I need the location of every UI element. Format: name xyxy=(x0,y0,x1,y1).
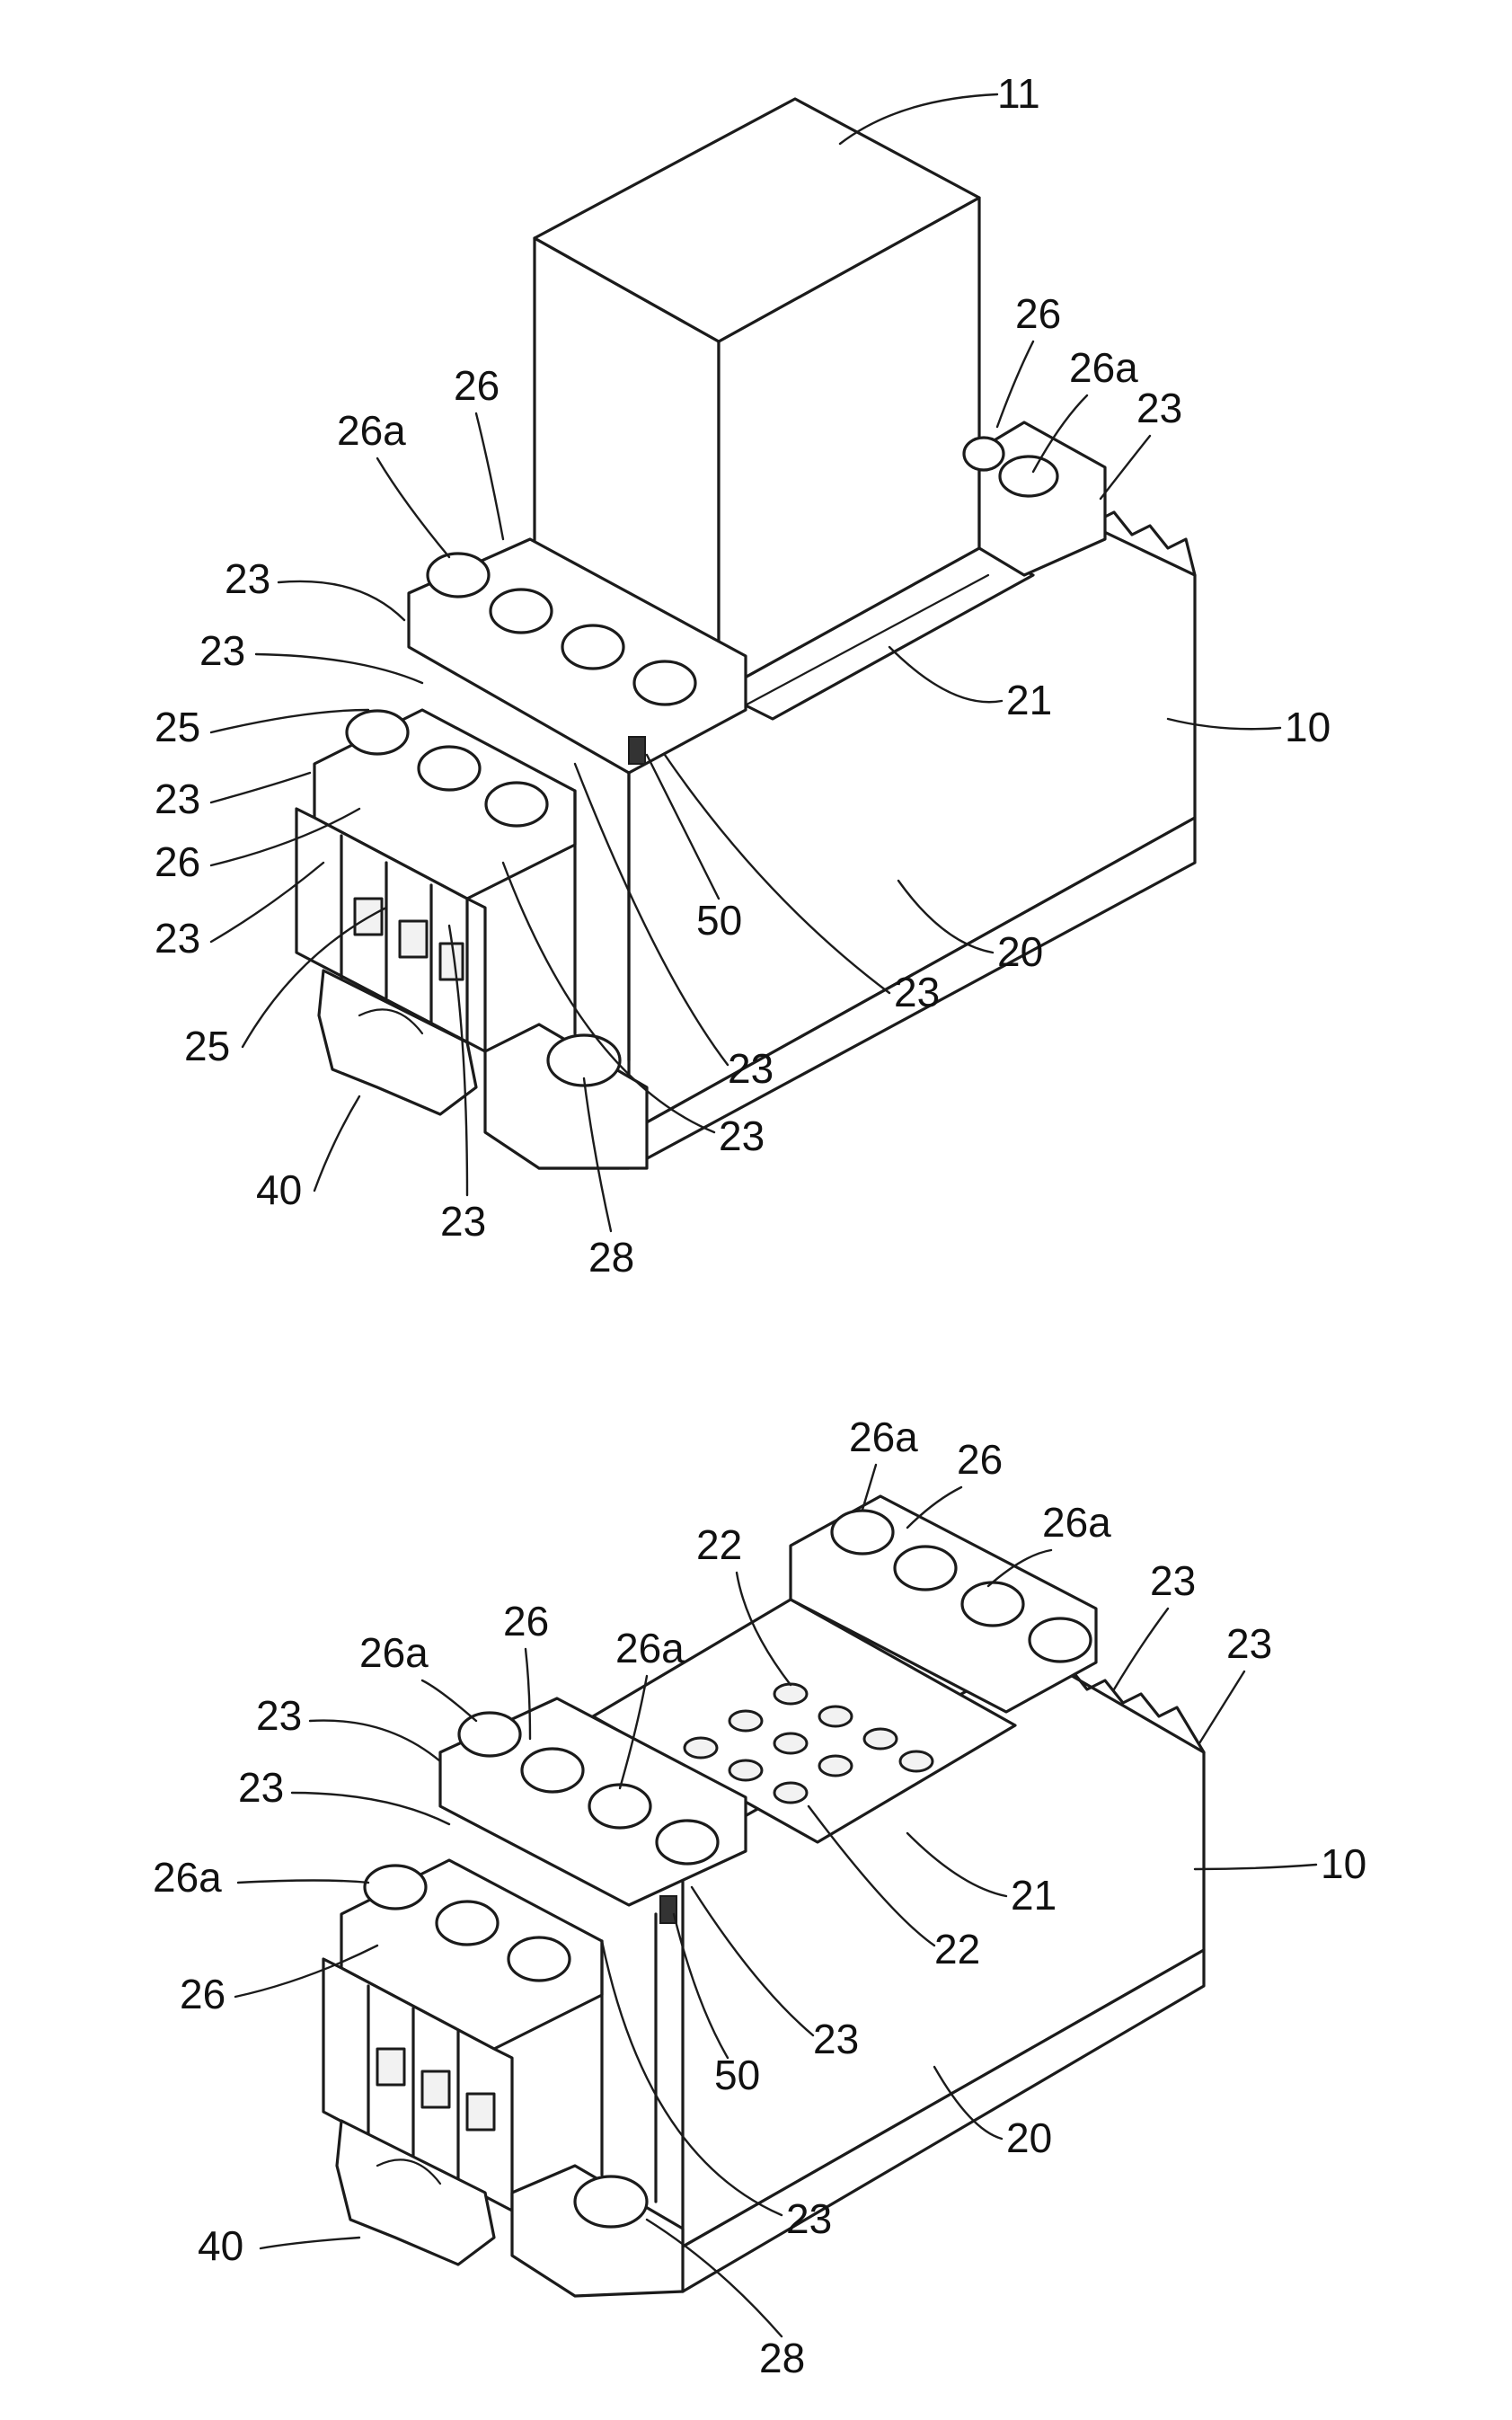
label: 25 xyxy=(155,704,200,750)
label: 26 xyxy=(454,362,500,409)
label: 22 xyxy=(696,1521,742,1568)
label: 22 xyxy=(934,1926,980,1972)
screw-hole-5 xyxy=(347,711,408,754)
label: 23 xyxy=(440,1198,486,1245)
label: 40 xyxy=(198,2222,243,2269)
label: 25 xyxy=(184,1023,230,1069)
label: 11 xyxy=(997,70,1040,117)
label: 10 xyxy=(1285,704,1331,750)
label: 23 xyxy=(155,915,200,962)
label: 26a xyxy=(1069,344,1138,391)
screw-hole-1 xyxy=(459,1713,520,1756)
screw-hole-r1 xyxy=(832,1511,893,1554)
screw-hole-4 xyxy=(634,661,695,705)
label: 26 xyxy=(180,1971,225,2017)
label: 26 xyxy=(957,1436,1003,1483)
label: 23 xyxy=(225,555,270,602)
terminal-clip-3 xyxy=(440,944,463,980)
screw-hole-1 xyxy=(428,554,489,597)
label: 21 xyxy=(1006,677,1052,723)
screw-hole-3 xyxy=(562,625,623,669)
label: 21 xyxy=(1011,1872,1057,1919)
screw-hole-r3 xyxy=(962,1582,1023,1626)
screw-hole-2 xyxy=(522,1749,583,1792)
label: 28 xyxy=(588,1234,634,1281)
label: 26a xyxy=(615,1625,685,1671)
figure-2: 26a 26 22 26a 23 23 26a 26 26a 23 23 26a… xyxy=(153,1414,1366,2381)
label: 26 xyxy=(155,838,200,885)
label: 23 xyxy=(813,2016,859,2062)
screw-hole-6 xyxy=(419,747,480,790)
mounting-hole xyxy=(575,2176,647,2227)
label: 50 xyxy=(696,897,742,944)
label: 26a xyxy=(1042,1499,1111,1546)
label: 26a xyxy=(359,1629,429,1676)
label: 23 xyxy=(238,1764,284,1811)
terminal-screw-rear-2 xyxy=(964,438,1004,470)
terminal-screw-rear xyxy=(1000,457,1057,496)
label: 23 xyxy=(1226,1620,1272,1667)
label: 26a xyxy=(849,1414,918,1460)
screw-hole-4 xyxy=(657,1821,718,1864)
separator-plate xyxy=(629,737,645,764)
screw-hole-r2 xyxy=(895,1547,956,1590)
label: 23 xyxy=(199,627,245,674)
label: 23 xyxy=(719,1112,765,1159)
screw-hole-7 xyxy=(508,1937,570,1981)
figure-1: 11 26 26a 23 26 26a 23 23 25 23 26 23 21… xyxy=(155,70,1331,1281)
label: 50 xyxy=(714,2052,760,2098)
terminal-clip-1 xyxy=(377,2049,404,2085)
label: 23 xyxy=(1150,1557,1196,1604)
screw-hole-6 xyxy=(437,1901,498,1945)
screw-hole-5 xyxy=(365,1866,426,1909)
screw-hole-r4 xyxy=(1030,1618,1091,1662)
screw-hole-3 xyxy=(589,1785,650,1828)
terminal-clip-2 xyxy=(422,2071,449,2107)
label: 26a xyxy=(337,407,406,454)
label: 23 xyxy=(728,1045,774,1092)
label: 23 xyxy=(256,1692,302,1739)
label: 26 xyxy=(1015,290,1061,337)
label: 26a xyxy=(153,1854,222,1901)
terminal-clip-2 xyxy=(400,921,427,957)
screw-hole-7 xyxy=(486,783,547,826)
label: 23 xyxy=(155,776,200,822)
label: 20 xyxy=(1006,2114,1052,2161)
terminal-clip-3 xyxy=(467,2094,494,2130)
label: 20 xyxy=(997,928,1043,975)
label: 23 xyxy=(894,969,940,1015)
label: 40 xyxy=(256,1166,302,1213)
label: 23 xyxy=(1136,385,1182,431)
label: 28 xyxy=(759,2335,805,2381)
screw-hole-2 xyxy=(491,589,552,633)
label: 26 xyxy=(503,1598,549,1644)
label: 10 xyxy=(1321,1840,1366,1887)
label: 23 xyxy=(786,2195,832,2242)
